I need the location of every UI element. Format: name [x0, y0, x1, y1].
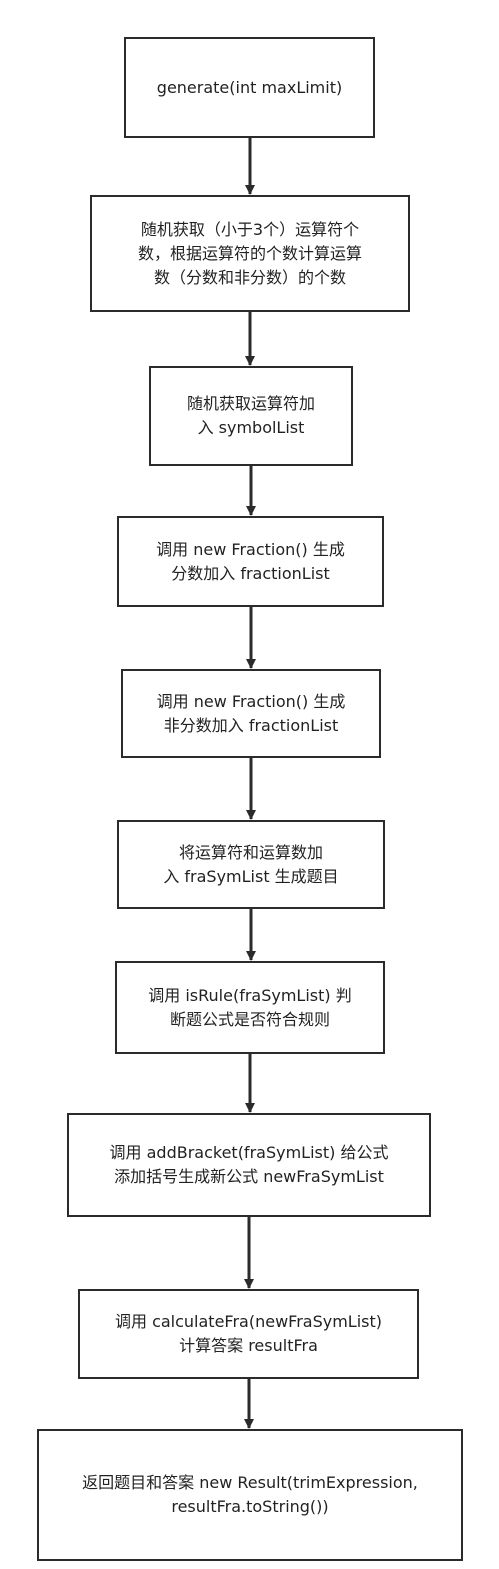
flow-node-fra-sym-list: 将运算符和运算数加 入 fraSymList 生成题目	[117, 820, 385, 909]
flow-node-symbol-list-text: 随机获取运算符加 入 symbolList	[186, 394, 315, 437]
flow-node-is-rule-text: 调用 isRule(fraSymList) 判 断题公式是否符合规则	[148, 985, 352, 1029]
flow-node-symbol-list: 随机获取运算符加 入 symbolList	[149, 366, 353, 466]
flow-node-non-fraction: 调用 new Fraction() 生成 非分数加入 fractionList	[121, 669, 381, 758]
flow-node-result: 返回题目和答案 new Result(trimExpression, resul…	[37, 1429, 463, 1561]
flow-node-fra-sym-list-text: 将运算符和运算数加 入 fraSymList 生成题目	[163, 842, 339, 886]
flow-node-generate-text: generate(int maxLimit)	[156, 77, 343, 97]
flow-node-calculate: 调用 calculateFra(newFraSymList) 计算答案 resu…	[78, 1289, 419, 1379]
flow-node-generate: generate(int maxLimit)	[124, 37, 375, 138]
flow-node-non-fraction-text: 调用 new Fraction() 生成 非分数加入 fractionList	[156, 691, 346, 735]
flow-node-add-bracket-text: 调用 addBracket(fraSymList) 给公式 添加括号生成新公式 …	[109, 1143, 389, 1186]
flow-node-add-bracket: 调用 addBracket(fraSymList) 给公式 添加括号生成新公式 …	[67, 1113, 431, 1217]
flow-node-result-text: 返回题目和答案 new Result(trimExpression, resul…	[82, 1473, 418, 1516]
flow-node-fraction-text: 调用 new Fraction() 生成 分数加入 fractionList	[156, 539, 345, 583]
flow-node-random-operator-count: 随机获取（小于3个）运算符个 数，根据运算符的个数计算运算 数（分数和非分数）的…	[90, 195, 410, 312]
flow-node-random-operator-count-text: 随机获取（小于3个）运算符个 数，根据运算符的个数计算运算 数（分数和非分数）的…	[137, 219, 362, 287]
flow-node-calculate-text: 调用 calculateFra(newFraSymList) 计算答案 resu…	[114, 1312, 383, 1355]
flow-node-is-rule: 调用 isRule(fraSymList) 判 断题公式是否符合规则	[115, 961, 385, 1054]
flow-node-fraction: 调用 new Fraction() 生成 分数加入 fractionList	[117, 516, 384, 607]
